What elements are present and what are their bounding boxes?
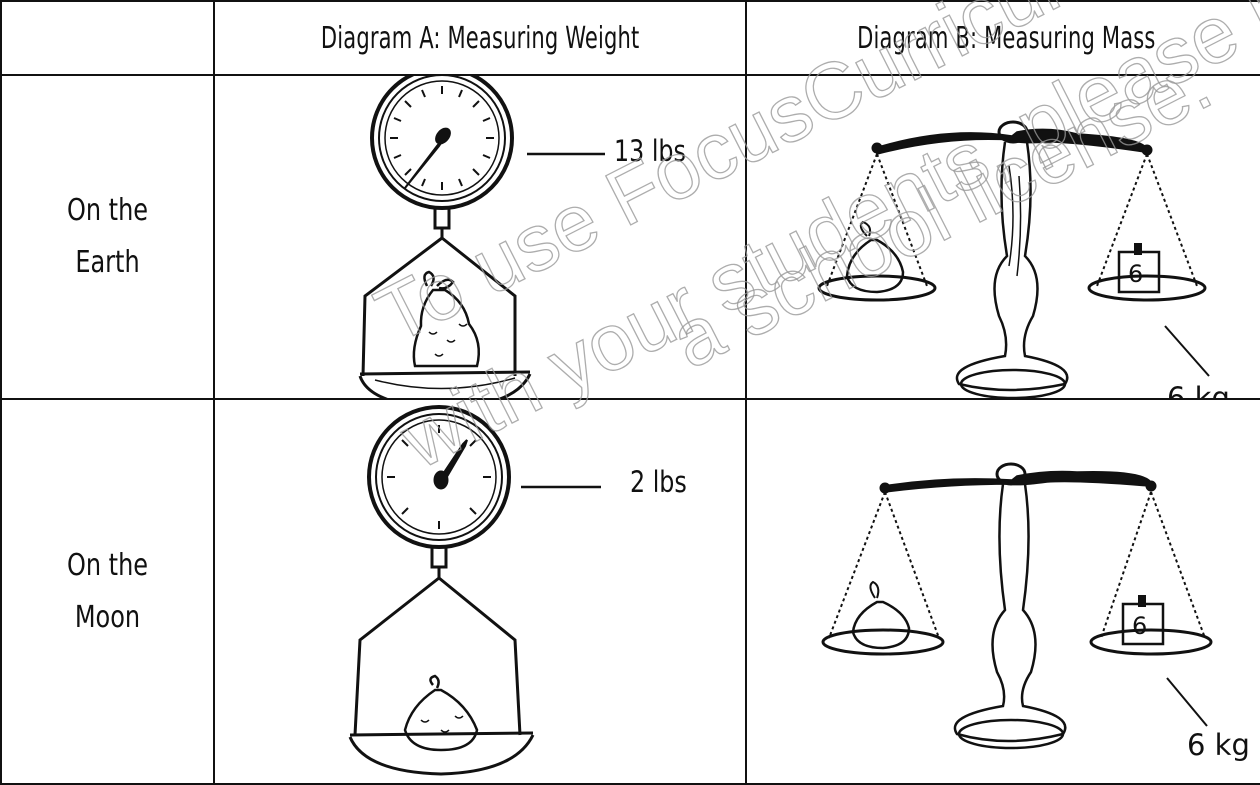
dial-icon (369, 407, 509, 547)
mass-pointer-line (1167, 678, 1207, 726)
header-cell-weight: Diagram A: Measuring Weight (214, 1, 746, 75)
pear-icon (414, 272, 479, 366)
dial-icon (372, 76, 512, 208)
row-label-moon: On the Moon (1, 399, 214, 784)
corner-cell (1, 1, 214, 75)
scale-hook-icon (363, 208, 515, 376)
pan-icon (360, 372, 530, 398)
mass-pointer-line (1165, 326, 1209, 376)
mass-reading-moon: 6 kg (1187, 728, 1250, 762)
weight-block-label-earth: 6 (1128, 260, 1143, 288)
balance-scale-illustration (747, 76, 1260, 398)
balance-beam-icon (880, 464, 1156, 493)
header-row: Diagram A: Measuring Weight Diagram B: M… (1, 1, 1260, 75)
scale-hook-icon (355, 547, 520, 735)
pear-icon (405, 676, 477, 750)
mass-reading-earth: 6 kg (1167, 381, 1230, 399)
cell-moon-weight: 2 lbs (214, 399, 746, 784)
pan-icon (350, 733, 533, 774)
left-pan-icon (823, 492, 943, 654)
left-pan-icon (819, 154, 935, 300)
cell-earth-mass: 6 6 kg (746, 75, 1260, 399)
weight-reading-earth: 13 lbs (614, 134, 686, 168)
header-weight: Diagram A: Measuring Weight (321, 21, 640, 56)
cell-moon-mass: 6 6 kg (746, 399, 1260, 784)
right-pan-icon (1091, 492, 1211, 654)
balance-scale-illustration-moon (747, 400, 1260, 783)
weight-reading-moon: 2 lbs (630, 465, 687, 499)
row-label-earth-line2: Earth (23, 237, 192, 289)
balance-column-icon (957, 142, 1067, 398)
hanging-scale-illustration (215, 76, 745, 398)
weight-block-label-moon: 6 (1132, 612, 1147, 640)
header-cell-mass: Diagram B: Measuring Mass (746, 1, 1260, 75)
row-label-moon-line2: Moon (23, 592, 192, 644)
right-pan-icon (1089, 154, 1205, 300)
row-moon: On the Moon (1, 399, 1260, 784)
row-label-moon-line1: On the (23, 540, 192, 592)
row-label-earth-line1: On the (23, 185, 192, 237)
header-mass: Diagram B: Measuring Mass (857, 21, 1155, 56)
balance-beam-icon (872, 122, 1152, 155)
cell-earth-weight: 13 lbs (214, 75, 746, 399)
row-label-earth: On the Earth (1, 75, 214, 399)
hanging-scale-illustration-moon (215, 400, 745, 783)
row-earth: On the Earth (1, 75, 1260, 399)
balance-column-icon (955, 484, 1065, 748)
